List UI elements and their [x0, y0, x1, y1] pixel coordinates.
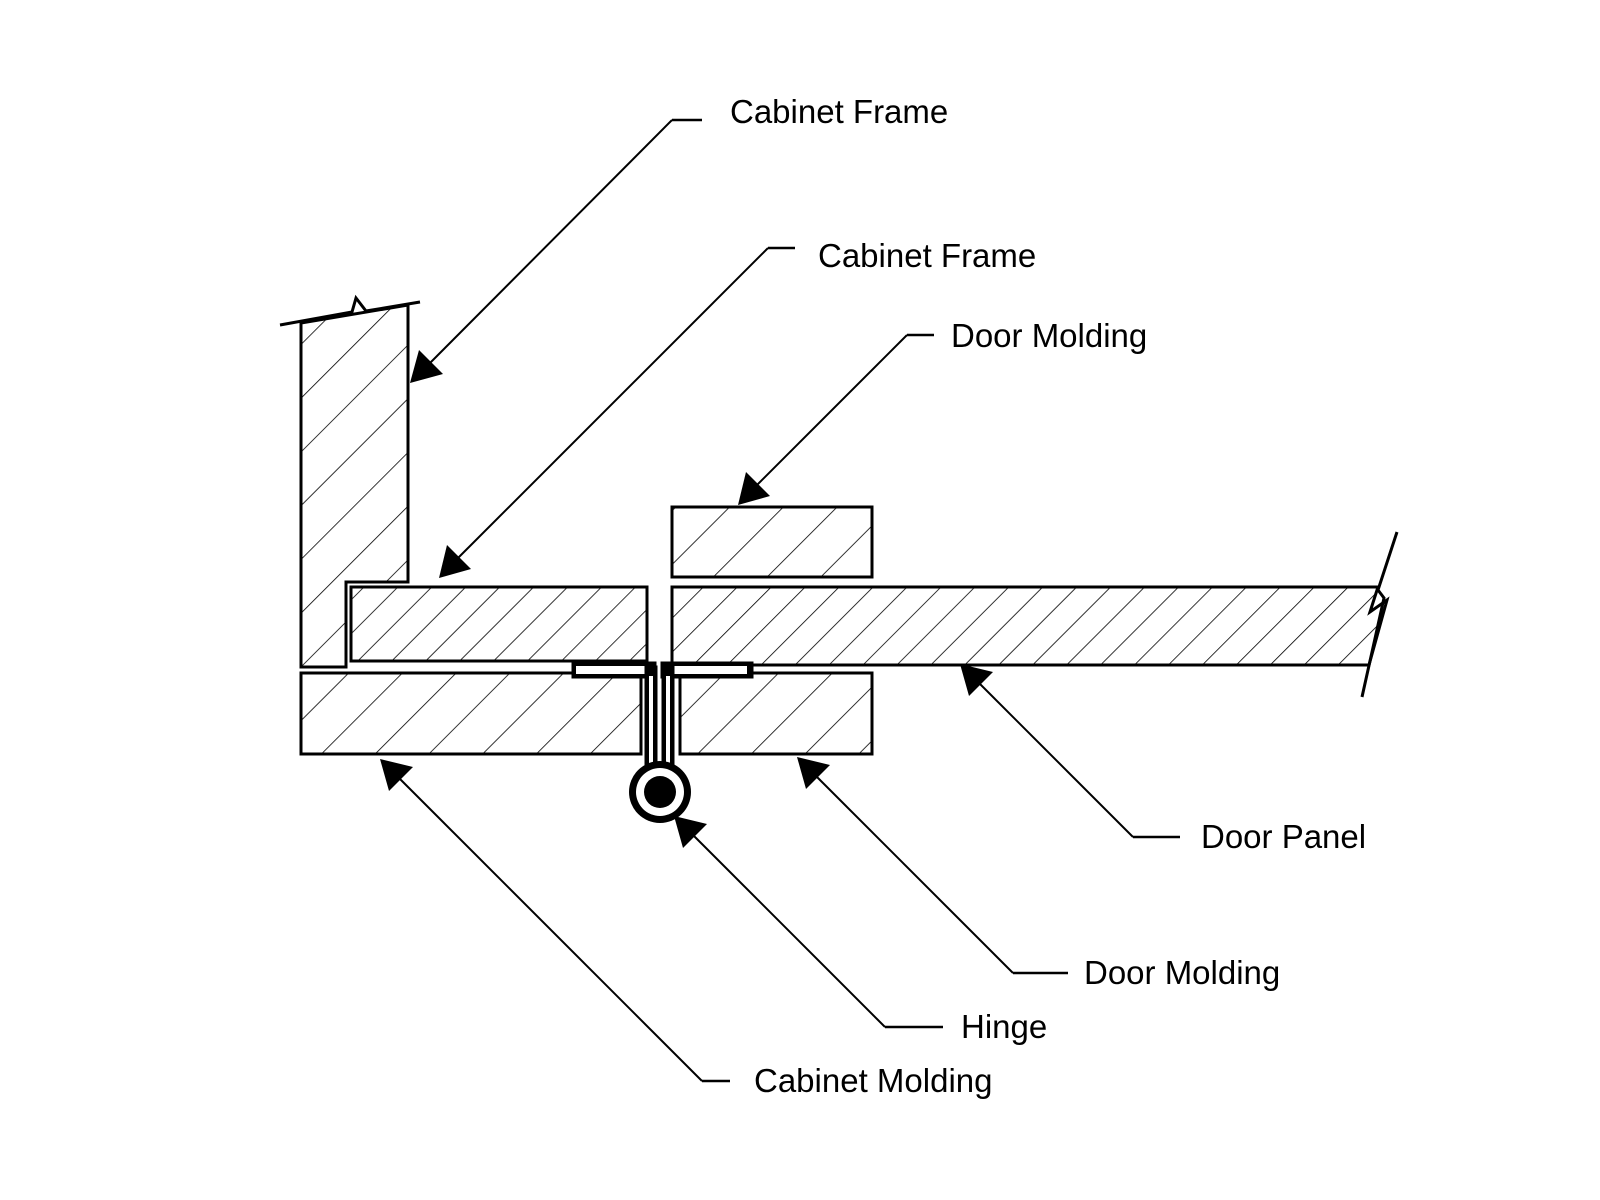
door-molding-top-piece: [670, 505, 874, 579]
leader-cabinet-frame-top: [410, 118, 702, 383]
cabinet-frame-horizontal: [344, 580, 649, 665]
leader-cabinet-molding: [380, 759, 730, 1083]
leader-door-molding-top: [738, 333, 934, 505]
hinge-piece: [571, 661, 754, 823]
cabinet-molding-piece: [299, 671, 643, 756]
panel-break-line: [1360, 531, 1399, 698]
frame-break-line: [279, 294, 421, 327]
label-cabinet-molding: Cabinet Molding: [754, 1062, 992, 1099]
leader-door-molding-bottom: [797, 757, 1068, 975]
door-molding-bottom-piece: [678, 671, 874, 756]
label-door-panel: Door Panel: [1201, 818, 1366, 855]
leader-door-panel: [960, 664, 1180, 839]
leader-hinge: [674, 816, 943, 1029]
label-cabinet-frame-top: Cabinet Frame: [730, 93, 948, 130]
label-door-molding-top: Door Molding: [951, 317, 1147, 354]
label-door-molding-bottom: Door Molding: [1084, 954, 1280, 991]
label-cabinet-frame-middle: Cabinet Frame: [818, 237, 1036, 274]
leader-cabinet-frame-middle: [439, 246, 795, 578]
label-hinge: Hinge: [961, 1008, 1047, 1045]
